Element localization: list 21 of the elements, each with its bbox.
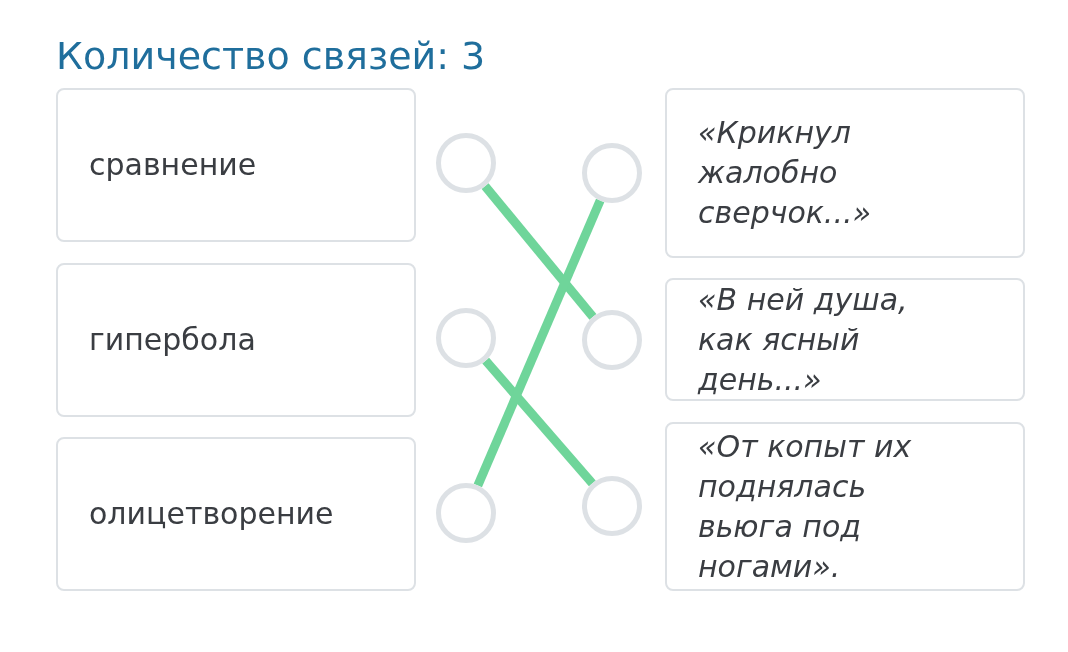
answer-card [665, 422, 1025, 591]
title: Количество связей: 3 [56, 34, 486, 78]
connector-circle [582, 310, 642, 370]
quote-text: «В ней душа, как ясный день...» [696, 280, 909, 399]
answer-card [665, 278, 1025, 401]
answer-card [56, 88, 416, 242]
connector-line [473, 198, 605, 488]
term-text: гипербола [88, 321, 256, 359]
answer-card [665, 88, 1025, 258]
connector-line [481, 183, 597, 320]
answer-card [56, 437, 416, 591]
connector-circle [436, 133, 496, 193]
connector-circle [436, 483, 496, 543]
answer-card [56, 263, 416, 417]
connector-circle [582, 476, 642, 536]
term-text: сравнение [88, 146, 257, 184]
term-text: олицетворение [88, 495, 334, 533]
connector-circle [436, 308, 496, 368]
quote-text: «От копыт их поднялась вьюга под ногами». [697, 427, 913, 586]
quote-text: «Крикнул жалобно сверчок...» [696, 114, 872, 232]
connector-circle [582, 143, 642, 203]
